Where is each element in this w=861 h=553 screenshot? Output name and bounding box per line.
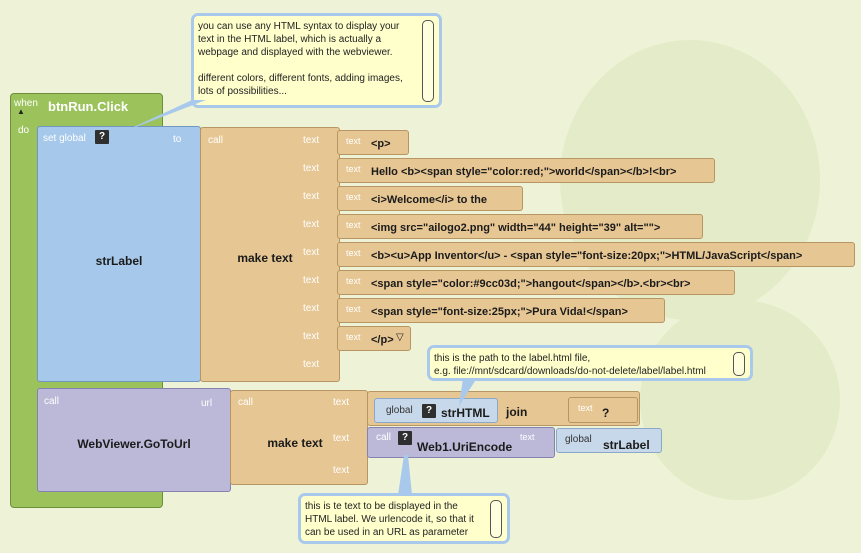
to-label: to	[173, 134, 182, 145]
background-decoration	[640, 300, 840, 500]
comment-line: you can use any HTML syntax to display y…	[198, 21, 400, 32]
webviewer-gotourl-block[interactable]	[37, 388, 231, 492]
when-label: when	[14, 98, 38, 109]
join-label: join	[506, 405, 528, 419]
url-label: url	[201, 398, 213, 409]
uri-encode-name: Web1.UriEncode	[417, 440, 513, 454]
help-icon[interactable]: ?	[398, 431, 412, 445]
comment-bubble[interactable]: this is te text to be displayed in the H…	[298, 493, 510, 544]
text-block[interactable]: text <p>	[337, 130, 409, 155]
text-block[interactable]: text <i>Welcome</i> to the	[337, 186, 523, 211]
text-tag: text	[346, 136, 361, 146]
text-block[interactable]	[568, 397, 638, 423]
comment-pointer	[398, 455, 412, 495]
text-value[interactable]: <span style="font-size:25px;">Pura Vida!…	[371, 306, 628, 318]
socket-label: text	[303, 135, 320, 146]
text-tag: text	[578, 403, 593, 413]
socket-label: text	[333, 397, 350, 408]
socket-label: text	[303, 191, 320, 202]
text-tag: text	[346, 164, 361, 174]
text-block[interactable]: text <b><u>App Inventor</u> - <span styl…	[337, 242, 855, 267]
global-var-block[interactable]: global ? strHTML	[374, 398, 498, 423]
comment-resize-handle[interactable]	[490, 500, 502, 538]
help-icon[interactable]: ?	[95, 130, 109, 144]
socket-label: text	[333, 465, 350, 476]
text-value[interactable]: ?	[602, 406, 610, 420]
call-label: call	[238, 397, 254, 408]
comment-line: can be used in an URL as parameter	[305, 527, 469, 538]
do-label: do	[18, 125, 30, 136]
text-value[interactable]: <b><u>App Inventor</u> - <span style="fo…	[371, 250, 803, 262]
collapse-arrow-icon[interactable]: ▲	[17, 107, 25, 116]
text-value[interactable]: <i>Welcome</i> to the	[371, 194, 487, 206]
text-value[interactable]: <span style="color:#9cc03d;">hangout</sp…	[371, 278, 691, 290]
text-tag: text	[346, 332, 361, 342]
socket-label: text	[303, 331, 320, 342]
socket-label: text	[303, 247, 320, 258]
comment-pointer	[459, 378, 477, 406]
text-value[interactable]: </p>	[371, 334, 394, 346]
text-value[interactable]: <img src="ailogo2.png" width="44" height…	[371, 222, 661, 234]
global-label: global	[565, 434, 592, 445]
comment-line: text in the HTML label, which is actuall…	[198, 34, 382, 45]
call-label: call	[376, 432, 392, 443]
socket-label: text	[333, 433, 350, 444]
comment-bubble[interactable]: this is the path to the label.html file,…	[427, 345, 753, 381]
text-tag: text	[346, 192, 361, 202]
socket-label: text	[303, 163, 320, 174]
global-var-block[interactable]: global strLabel	[556, 428, 662, 453]
socket-label: text	[303, 359, 320, 370]
help-icon[interactable]: ?	[422, 404, 436, 418]
text-value[interactable]: Hello <b><span style="color:red;">world<…	[371, 166, 677, 178]
make-text-block[interactable]	[230, 390, 368, 485]
comment-line: lots of possibilities...	[198, 86, 287, 97]
text-block[interactable]: text <img src="ailogo2.png" width="44" h…	[337, 214, 703, 239]
socket-label: text	[520, 432, 535, 442]
call-label: call	[44, 396, 60, 407]
comment-bubble[interactable]: you can use any HTML syntax to display y…	[191, 13, 442, 108]
comment-line: this is te text to be displayed in the	[305, 501, 458, 512]
text-tag: text	[346, 220, 361, 230]
call-label: call	[208, 135, 224, 146]
event-name: btnRun.Click	[48, 99, 129, 114]
comment-resize-handle[interactable]	[733, 352, 745, 376]
global-var-name: strHTML	[441, 406, 490, 420]
socket-label: text	[303, 219, 320, 230]
comment-line: this is the path to the label.html file,	[434, 353, 591, 364]
webviewer-method-name: WebViewer.GoToUrl	[77, 437, 191, 451]
text-value[interactable]: <p>	[371, 138, 391, 150]
socket-label: text	[303, 303, 320, 314]
text-tag: text	[346, 248, 361, 258]
comment-line: different colors, different fonts, addin…	[198, 73, 403, 84]
text-block[interactable]: text <span style="font-size:25px;">Pura …	[337, 298, 665, 323]
comment-pointer	[123, 100, 206, 132]
text-tag: text	[346, 276, 361, 286]
variable-name: strLabel	[95, 254, 143, 268]
dropdown-arrow-icon[interactable]: ▽	[396, 332, 404, 343]
text-block[interactable]: text Hello <b><span style="color:red;">w…	[337, 158, 715, 183]
comment-line: e.g. file://mnt/sdcard/downloads/do-not-…	[434, 366, 706, 377]
comment-line: HTML label. We urlencode it, so that it	[305, 514, 474, 525]
comment-resize-handle[interactable]	[422, 20, 434, 102]
text-tag: text	[346, 304, 361, 314]
text-block[interactable]: text </p> ▽	[337, 326, 411, 351]
set-global-label: set global	[43, 133, 86, 144]
text-block[interactable]: text <span style="color:#9cc03d;">hangou…	[337, 270, 735, 295]
global-label: global	[386, 405, 413, 416]
make-text-title: make text	[267, 436, 323, 450]
make-text-title: make text	[237, 251, 293, 265]
comment-line	[198, 59, 417, 72]
make-text-block[interactable]	[200, 127, 340, 382]
comment-line: webpage and displayed with the webviewer…	[198, 47, 393, 58]
socket-label: text	[303, 275, 320, 286]
global-var-name: strLabel	[603, 438, 650, 452]
